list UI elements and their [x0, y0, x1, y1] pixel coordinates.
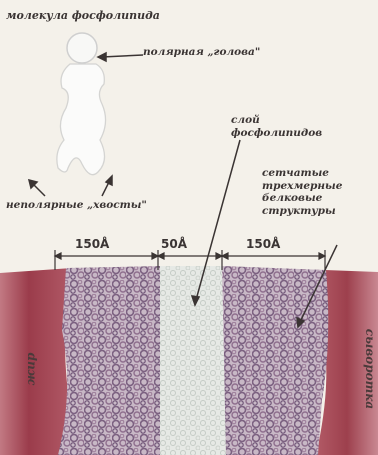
polar-head-label: полярная „голова" — [143, 47, 260, 58]
phospholipid-molecule — [57, 33, 106, 175]
dimension-left: 150Å — [75, 237, 109, 251]
nonpolar-tails — [57, 64, 106, 175]
phospholipid-layer — [160, 266, 226, 455]
protein-structure-right — [222, 266, 328, 455]
diagram-title: молекула фосфолипида — [6, 10, 160, 21]
dimension-right: 150Å — [246, 237, 280, 251]
polar-head — [67, 33, 97, 63]
protein-structures-label: сетчатые трехмерные белковые структуры — [262, 167, 372, 217]
protein-structure-left — [58, 266, 162, 455]
fat-label: жир — [23, 353, 37, 386]
nonpolar-tails-label: неполярные „хвосты" — [6, 200, 147, 211]
serum-label: сыворотка — [363, 329, 377, 409]
phospholipid-layer-label: слой фосфолипидов — [231, 114, 341, 140]
dimension-middle: 50Å — [161, 237, 187, 251]
